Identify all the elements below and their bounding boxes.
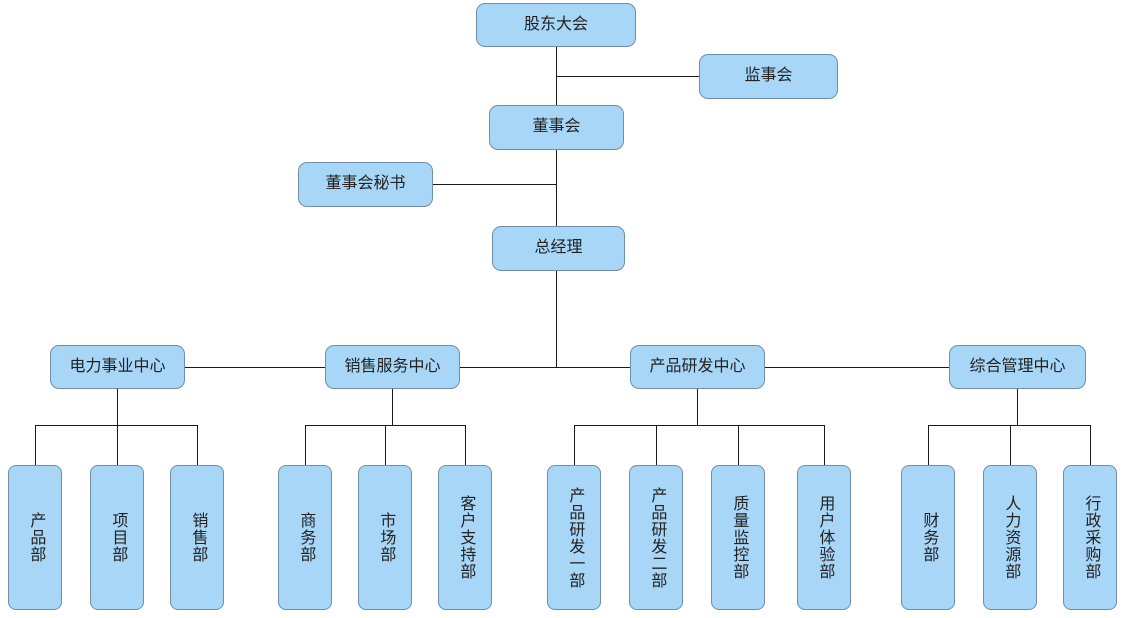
node-department-9[interactable]: 质量监控部	[711, 465, 765, 610]
node-label: 行政采购部	[1082, 495, 1100, 580]
rd-dept-1-stem	[574, 425, 575, 465]
node-label: 监事会	[744, 67, 793, 85]
admin-dept-1-stem	[928, 425, 929, 465]
node-label: 股东大会	[523, 15, 588, 33]
node-department-11[interactable]: 财务部	[901, 465, 955, 610]
sales-center-stem	[392, 389, 393, 425]
node-department-12[interactable]: 人力资源部	[983, 465, 1037, 610]
power-dept-2-stem	[117, 425, 118, 465]
trunk-board-to-gm	[556, 150, 557, 226]
node-admin-center[interactable]: 综合管理中心	[949, 345, 1086, 389]
node-power-center[interactable]: 电力事业中心	[50, 345, 185, 389]
node-label: 人力资源部	[1002, 495, 1020, 580]
node-department-8[interactable]: 产品研发二部	[629, 465, 683, 610]
node-shareholders-meeting[interactable]: 股东大会	[476, 3, 636, 47]
node-department-13[interactable]: 行政采购部	[1063, 465, 1117, 610]
node-label: 商务部	[297, 512, 315, 563]
node-board-secretary[interactable]: 董事会秘书	[298, 162, 433, 207]
node-general-manager[interactable]: 总经理	[492, 226, 625, 271]
node-label: 销售服务中心	[344, 357, 441, 375]
node-label: 产品研发二部	[648, 486, 666, 589]
node-department-2[interactable]: 项目部	[90, 465, 144, 610]
node-department-10[interactable]: 用户体验部	[797, 465, 851, 610]
node-label: 市场部	[377, 512, 395, 563]
node-label: 质量监控部	[730, 495, 748, 580]
node-rd-center[interactable]: 产品研发中心	[630, 345, 765, 389]
power-dept-3-stem	[197, 425, 198, 465]
rd-center-stem	[697, 389, 698, 425]
node-label: 项目部	[109, 512, 127, 563]
sales-dept-1-stem	[305, 425, 306, 465]
node-label: 产品研发一部	[566, 486, 584, 589]
admin-center-bus	[928, 425, 1090, 426]
node-label: 销售部	[189, 512, 207, 563]
node-label: 董事会	[532, 118, 581, 136]
node-board-of-directors[interactable]: 董事会	[489, 105, 624, 150]
rd-dept-3-stem	[738, 425, 739, 465]
admin-dept-2-stem	[1010, 425, 1011, 465]
node-department-5[interactable]: 市场部	[358, 465, 412, 610]
center-bus-horizontal	[185, 367, 949, 368]
node-label: 客户支持部	[457, 495, 475, 580]
admin-dept-3-stem	[1090, 425, 1091, 465]
node-label: 产品部	[27, 512, 45, 563]
node-label: 综合管理中心	[969, 357, 1066, 375]
rd-dept-2-stem	[656, 425, 657, 465]
node-label: 董事会秘书	[325, 175, 406, 193]
power-center-stem	[117, 389, 118, 425]
node-department-3[interactable]: 销售部	[170, 465, 224, 610]
node-label: 电力事业中心	[69, 357, 166, 375]
rd-center-bus	[574, 425, 824, 426]
node-label: 财务部	[920, 512, 938, 563]
node-department-4[interactable]: 商务部	[278, 465, 332, 610]
node-department-7[interactable]: 产品研发一部	[547, 465, 601, 610]
node-sales-center[interactable]: 销售服务中心	[325, 345, 460, 389]
branch-to-board-secretary	[433, 184, 556, 185]
sales-dept-2-stem	[385, 425, 386, 465]
trunk-gm-to-center-bus	[556, 271, 557, 367]
sales-dept-3-stem	[465, 425, 466, 465]
node-label: 产品研发中心	[649, 357, 746, 375]
node-label: 用户体验部	[816, 495, 834, 580]
power-dept-1-stem	[35, 425, 36, 465]
node-department-6[interactable]: 客户支持部	[438, 465, 492, 610]
branch-to-supervisory-board	[556, 76, 699, 77]
node-label: 总经理	[534, 239, 583, 257]
power-center-bus	[35, 425, 197, 426]
node-supervisory-board[interactable]: 监事会	[699, 54, 838, 99]
admin-center-stem	[1017, 389, 1018, 425]
node-department-1[interactable]: 产品部	[8, 465, 62, 610]
rd-dept-4-stem	[824, 425, 825, 465]
